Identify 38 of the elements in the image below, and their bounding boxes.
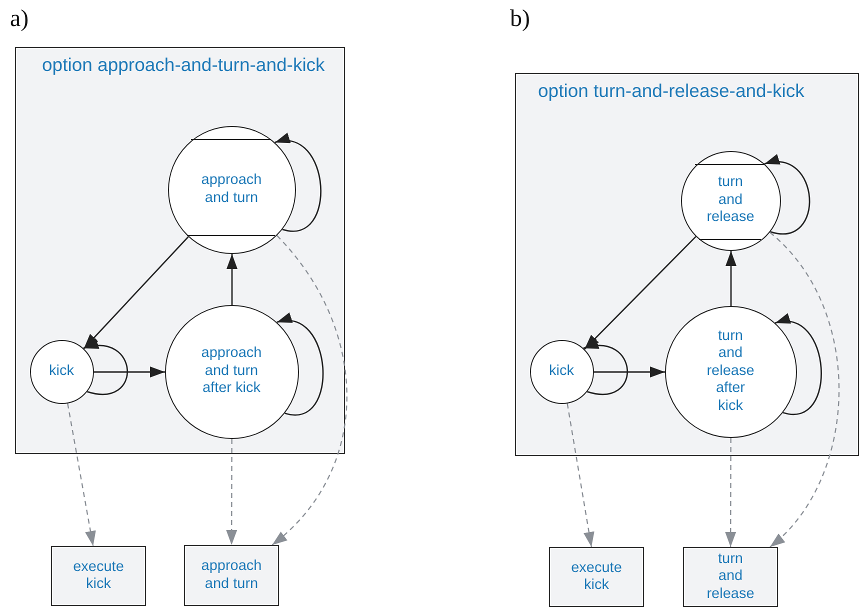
self-loop-arrow	[583, 340, 628, 395]
arrow	[594, 366, 665, 378]
arrow	[584, 236, 696, 350]
action-label: turn and release	[706, 550, 754, 604]
self-loop-arrow	[775, 316, 822, 415]
option-title: option turn-and-release-and-kick	[538, 80, 806, 102]
self-loop-arrow	[83, 340, 128, 395]
action-label: execute kick	[571, 560, 622, 594]
dashed-arrow	[725, 438, 736, 547]
arrow	[94, 366, 165, 378]
dashed-arrow	[226, 439, 238, 545]
state-label: approach and turn after kick	[201, 345, 262, 398]
state-label: kick	[549, 362, 574, 380]
option-frame	[15, 47, 345, 454]
state-label: turn and release	[706, 174, 754, 227]
dashed-arrow	[566, 403, 594, 548]
action-box	[51, 546, 146, 606]
arrow	[226, 254, 238, 305]
state-label: turn and release after kick	[706, 328, 754, 415]
arrow	[83, 236, 189, 350]
dashed-arrow	[67, 403, 96, 546]
arrow	[726, 251, 736, 306]
action-label: approach and turn	[201, 558, 262, 593]
panel-label: b)	[510, 6, 530, 33]
action-box	[549, 547, 644, 607]
dashed-arrow	[272, 235, 348, 546]
state-label: approach and turn	[201, 172, 262, 207]
self-loop-arrow	[274, 135, 322, 232]
action-box	[184, 545, 279, 606]
option-frame	[515, 73, 859, 456]
self-loop-arrow	[276, 314, 324, 416]
state-label: kick	[49, 362, 74, 380]
panel-label: a)	[10, 6, 29, 33]
action-label: execute kick	[73, 558, 124, 594]
self-loop-arrow	[764, 156, 810, 234]
option-title: option approach-and-turn-and-kick	[42, 54, 326, 76]
dashed-arrow	[769, 232, 840, 548]
action-box	[683, 547, 778, 607]
